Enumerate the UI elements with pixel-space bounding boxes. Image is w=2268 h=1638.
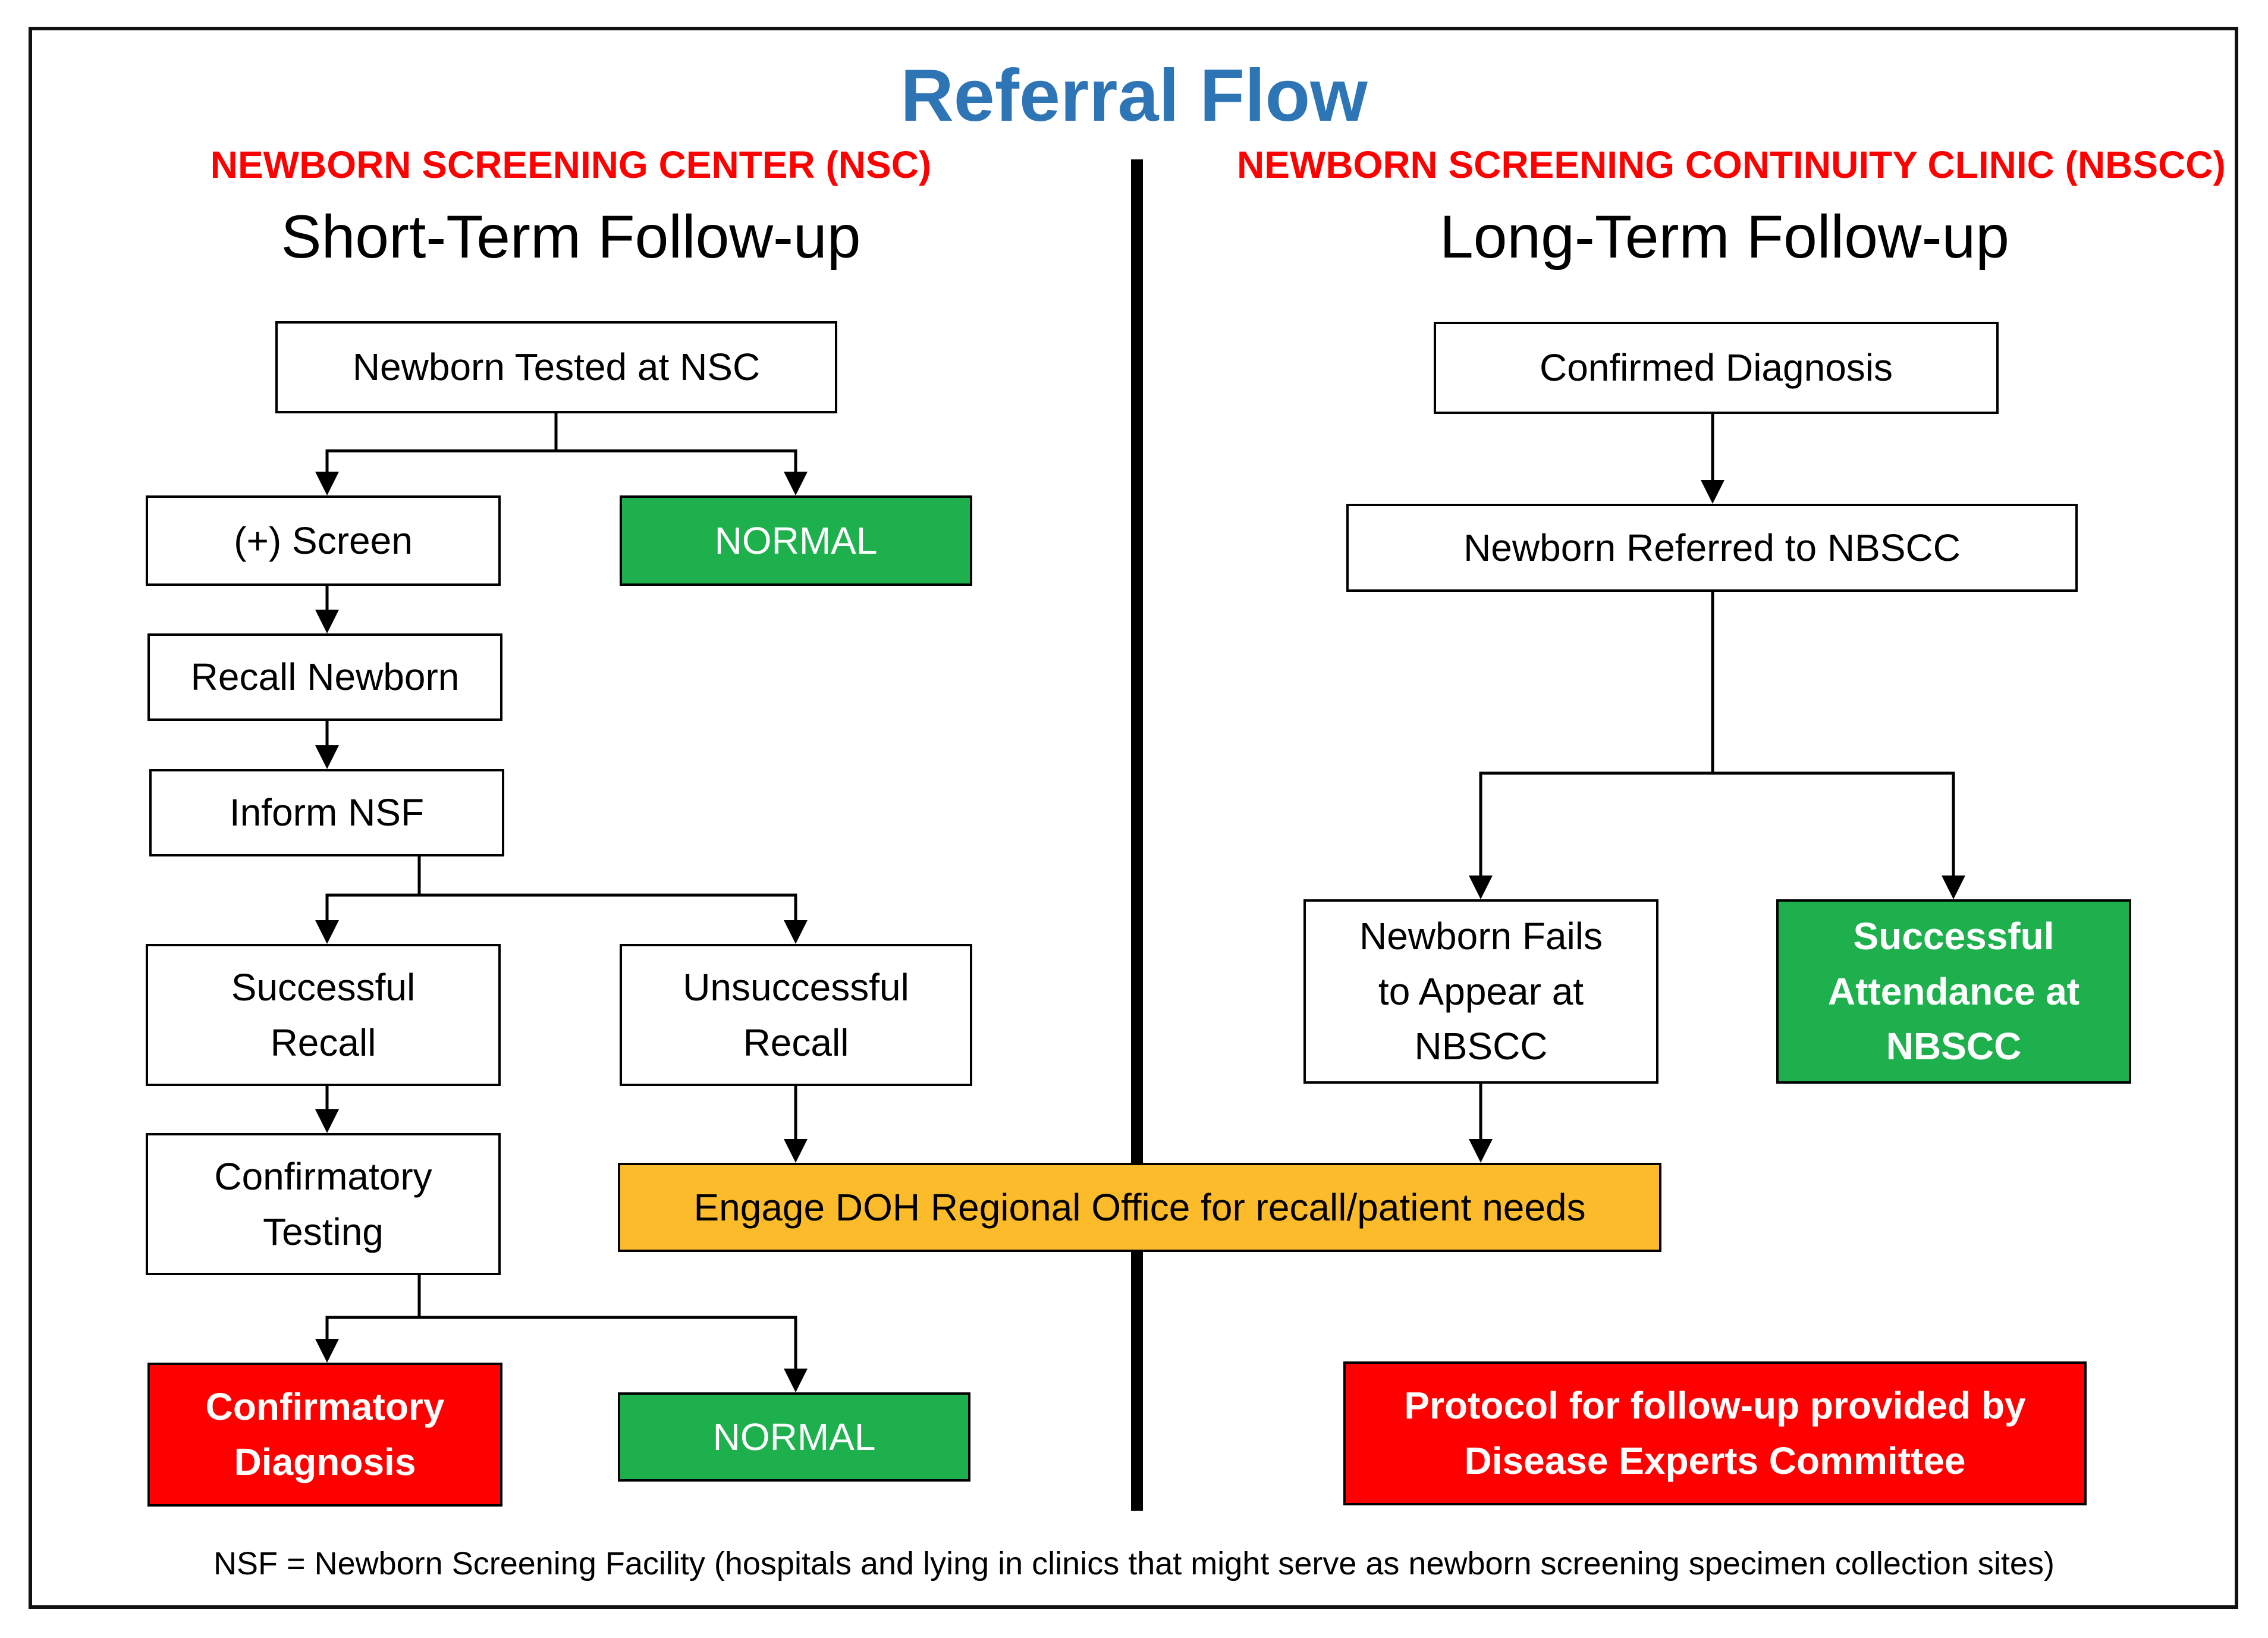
box-successful-attendance-line-2: Attendance at [1827, 969, 2080, 1013]
phase-right-title: Long-Term Follow-up [1439, 203, 2010, 271]
box-newborn-tested: Newborn Tested at NSC [275, 321, 837, 413]
org-left-title: NEWBORN SCREENING CENTER (NSC) [210, 143, 932, 186]
footnote: NSF = Newborn Screening Facility (hospit… [213, 1546, 2055, 1581]
box-newborn-fails-line-2: to Appear at [1378, 969, 1584, 1013]
connector-testing-normal [419, 1316, 808, 1392]
diagram-title: Referral Flow [900, 55, 1368, 137]
box-positive-screen: (+) Screen [146, 495, 501, 586]
box-unsuccessful-recall-line-2: Recall [743, 1021, 849, 1064]
connector-testing-diagnosis [315, 1275, 421, 1363]
org-right-title: NEWBORN SCREENING CONTINUITY CLINIC (NBS… [1237, 143, 2226, 186]
diagram-frame [29, 27, 2238, 1609]
box-confirmatory-testing-line-1: Confirmatory [214, 1154, 432, 1198]
connector-referred-fails [1469, 592, 1714, 899]
box-normal-2: NORMAL [618, 1392, 970, 1482]
box-successful-attendance-line-1: Successful [1853, 914, 2055, 958]
box-newborn-tested-label: Newborn Tested at NSC [352, 346, 761, 389]
box-engage-doh-label: Engage DOH Regional Office for recall/pa… [693, 1185, 1586, 1229]
box-protocol-follow-up-line-1: Protocol for follow-up provided by [1404, 1384, 2026, 1427]
box-newborn-fails: Newborn Fails to Appear at NBSCC [1303, 899, 1658, 1084]
box-confirmatory-diagnosis-line-1: Confirmatory [205, 1385, 445, 1429]
box-unsuccessful-recall: Unsuccessful Recall [620, 944, 972, 1086]
box-successful-recall-line-2: Recall [270, 1021, 376, 1064]
connector-tested-split [315, 413, 558, 495]
connector-tested-normal [556, 449, 808, 495]
box-confirmatory-testing-line-2: Testing [263, 1210, 384, 1253]
box-engage-doh: Engage DOH Regional Office for recall/pa… [618, 1163, 1661, 1252]
connector-inform-unsuccessful [419, 893, 808, 944]
box-normal-1-label: NORMAL [714, 519, 878, 562]
box-successful-recall: Successful Recall [146, 944, 501, 1086]
box-confirmatory-testing: Confirmatory Testing [146, 1133, 501, 1275]
box-confirmatory-diagnosis-line-2: Diagnosis [234, 1441, 416, 1483]
box-successful-attendance: Successful Attendance at NBSCC [1776, 899, 2131, 1084]
box-successful-attendance-line-3: NBSCC [1886, 1025, 2022, 1068]
box-positive-screen-label: (+) Screen [234, 519, 413, 562]
box-newborn-fails-line-3: NBSCC [1414, 1025, 1548, 1068]
phase-left-title: Short-Term Follow-up [281, 203, 861, 271]
box-recall-newborn-label: Recall Newborn [190, 655, 460, 699]
box-inform-nsf: Inform NSF [149, 769, 504, 856]
box-newborn-referred: Newborn Referred to NBSCC [1346, 504, 2078, 592]
box-recall-newborn: Recall Newborn [147, 633, 502, 721]
box-confirmatory-diagnosis: Confirmatory Diagnosis [147, 1363, 502, 1507]
box-confirmed-diagnosis-label: Confirmed Diagnosis [1539, 346, 1893, 390]
box-unsuccessful-recall-line-1: Unsuccessful [683, 965, 909, 1009]
box-normal-1: NORMAL [620, 495, 972, 586]
box-protocol-follow-up-line-2: Disease Experts Committee [1464, 1439, 1966, 1482]
box-protocol-follow-up: Protocol for follow-up provided by Disea… [1343, 1361, 2087, 1505]
box-newborn-referred-label: Newborn Referred to NBSCC [1463, 526, 1961, 569]
connector-inform-successful [315, 856, 421, 944]
box-normal-2-label: NORMAL [712, 1415, 876, 1458]
connector-referred-attendance [1713, 771, 1965, 899]
box-inform-nsf-label: Inform NSF [229, 791, 425, 834]
box-successful-recall-line-1: Successful [231, 965, 416, 1009]
box-confirmed-diagnosis: Confirmed Diagnosis [1434, 322, 1999, 414]
box-newborn-fails-line-1: Newborn Fails [1359, 914, 1603, 958]
